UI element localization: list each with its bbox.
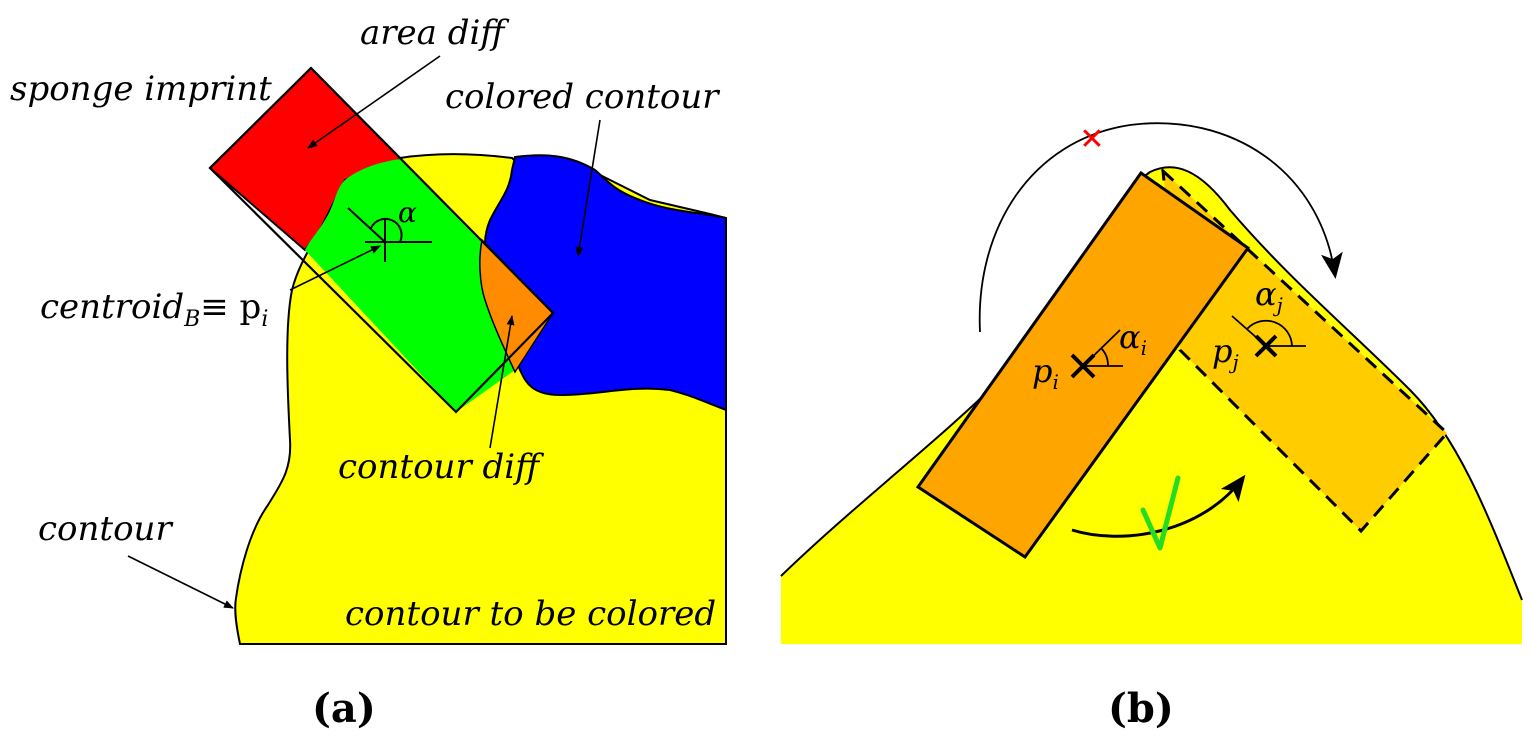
p-i-label: pi xyxy=(1032,352,1059,394)
p-j-marker xyxy=(1231,315,1306,358)
colored-contour-arrow xyxy=(575,119,601,257)
contour-diff-region xyxy=(479,238,554,374)
contour-diff-arrow xyxy=(489,315,515,449)
alpha-i-label: αi xyxy=(1119,318,1147,360)
contour-to-be-colored-label: contour to be colored xyxy=(345,594,716,634)
panel-b: pi αi pj αj ✕ (b) xyxy=(780,122,1523,732)
sponge-imprint-label: sponge imprint xyxy=(10,69,272,109)
p-j-label: pj xyxy=(1212,332,1239,374)
accepted-mark xyxy=(1140,475,1181,551)
rejected-mark: ✕ xyxy=(1079,122,1104,157)
peak-shape xyxy=(781,167,1522,645)
area-diff-arrow xyxy=(307,55,441,149)
rejected-rotation-arrow xyxy=(978,122,1343,333)
panel-a: α sponge imprint area diff colored conto… xyxy=(10,13,727,732)
peak-contour-line xyxy=(780,166,1523,601)
p-i-marker xyxy=(1070,329,1123,379)
centroid-label: centroidB≡ pi xyxy=(40,287,268,332)
centroid-marker xyxy=(347,207,432,262)
centroid-label-equiv: ≡ p xyxy=(200,287,261,327)
contour-diff-label: contour diff xyxy=(338,447,544,487)
contour-arrow xyxy=(127,555,234,609)
sponge-imprint-rectangle xyxy=(208,66,555,414)
caption-b: (b) xyxy=(1108,685,1174,732)
accepted-rotation-arrow xyxy=(1071,474,1246,538)
colored-contour-label: colored contour xyxy=(445,77,720,117)
caption-a: (a) xyxy=(312,685,376,732)
centroid-label-index: i xyxy=(261,307,268,332)
alpha-label: α xyxy=(398,196,417,229)
alpha-j-label: αj xyxy=(1255,275,1283,317)
centroid-label-main: centroid xyxy=(40,287,184,327)
centroid-arrow xyxy=(289,245,381,291)
contour-label: contour xyxy=(38,509,173,549)
centroid-label-subscript: B xyxy=(183,307,200,332)
area-diff-label: area diff xyxy=(360,13,509,53)
